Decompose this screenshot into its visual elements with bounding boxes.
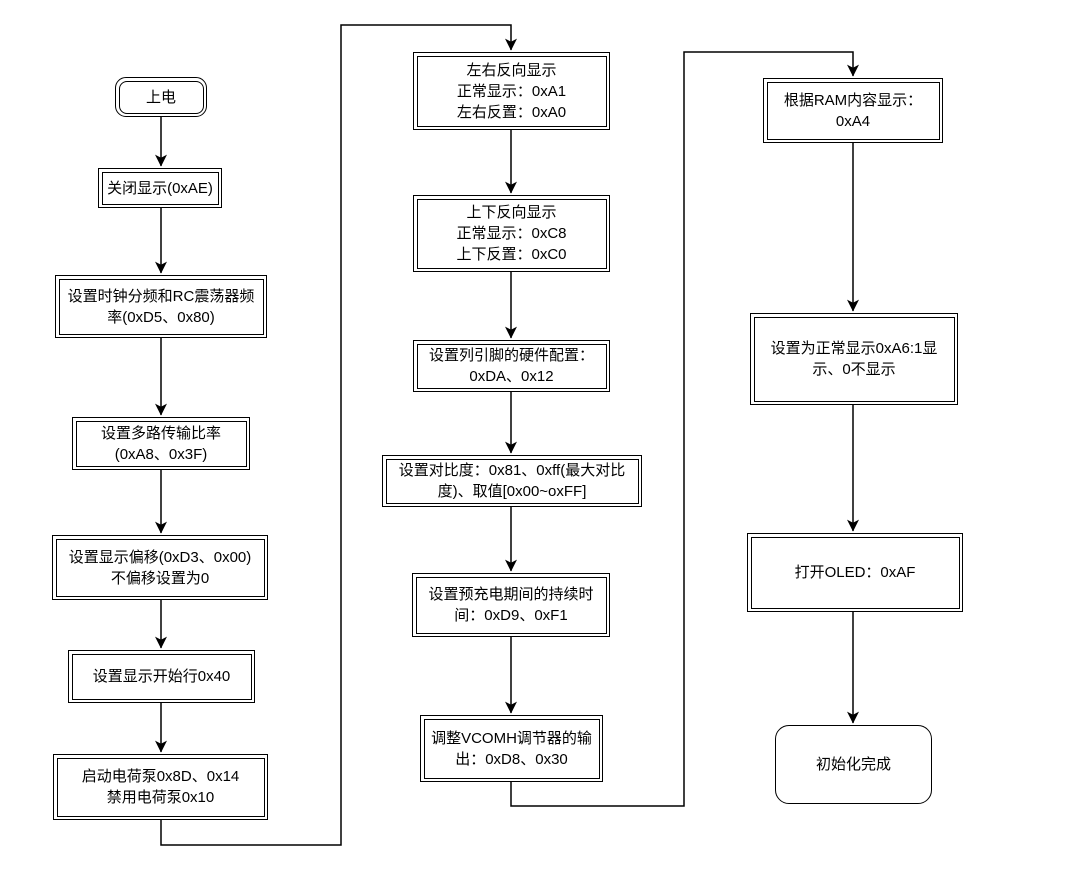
node-start-power-on: 上电 <box>115 77 207 117</box>
node-display-on-label: 打开OLED：0xAF <box>750 536 960 609</box>
node-charge-pump-label: 启动电荷泵0x8D、0x14 禁用电荷泵0x10 <box>56 757 265 817</box>
node-segment-remap: 左右反向显示 正常显示：0xA1 左右反置：0xA0 <box>413 52 610 130</box>
node-vcomh-level-label: 调整VCOMH调节器的输 出：0xD8、0x30 <box>423 718 600 779</box>
node-com-pins-config: 设置列引脚的硬件配置： 0xDA、0x12 <box>413 340 610 392</box>
node-vcomh-level: 调整VCOMH调节器的输 出：0xD8、0x30 <box>420 715 603 782</box>
node-normal-display-label: 设置为正常显示0xA6:1显 示、0不显示 <box>753 316 955 402</box>
node-set-clock-divide: 设置时钟分频和RC震荡器频 率(0xD5、0x80) <box>55 275 267 338</box>
node-set-multiplex-ratio: 设置多路传输比率 (0xA8、0x3F) <box>72 417 250 470</box>
node-set-display-offset-label: 设置显示偏移(0xD3、0x00) 不偏移设置为0 <box>55 538 265 597</box>
node-charge-pump: 启动电荷泵0x8D、0x14 禁用电荷泵0x10 <box>53 754 268 820</box>
node-com-scan-direction-label: 上下反向显示 正常显示：0xC8 上下反置：0xC0 <box>416 198 607 269</box>
node-set-contrast-label: 设置对比度：0x81、0xff(最大对比 度)、取值[0x00~oxFF] <box>385 458 639 504</box>
node-display-from-ram-label: 根据RAM内容显示： 0xA4 <box>766 81 940 140</box>
node-segment-remap-label: 左右反向显示 正常显示：0xA1 左右反置：0xA0 <box>416 55 607 127</box>
node-start-power-on-label: 上电 <box>118 80 204 114</box>
edge-vcomh-to-ramdisplay <box>510 51 859 807</box>
node-set-display-offset: 设置显示偏移(0xD3、0x00) 不偏移设置为0 <box>52 535 268 600</box>
node-set-clock-divide-label: 设置时钟分频和RC震荡器频 率(0xD5、0x80) <box>58 278 264 335</box>
node-display-off-label: 关闭显示(0xAE) <box>101 171 219 205</box>
node-display-off: 关闭显示(0xAE) <box>98 168 222 208</box>
node-display-on: 打开OLED：0xAF <box>747 533 963 612</box>
node-end-init-complete: 初始化完成 <box>775 725 932 804</box>
node-set-start-line-label: 设置显示开始行0x40 <box>71 653 252 700</box>
node-precharge-period: 设置预充电期间的持续时 间：0xD9、0xF1 <box>412 573 610 637</box>
node-set-start-line: 设置显示开始行0x40 <box>68 650 255 703</box>
node-display-from-ram: 根据RAM内容显示： 0xA4 <box>763 78 943 143</box>
node-set-multiplex-ratio-label: 设置多路传输比率 (0xA8、0x3F) <box>75 420 247 467</box>
node-end-init-complete-label: 初始化完成 <box>815 756 891 773</box>
edge-chargepump-to-segremap <box>160 24 517 846</box>
node-set-contrast: 设置对比度：0x81、0xff(最大对比 度)、取值[0x00~oxFF] <box>382 455 642 507</box>
node-com-scan-direction: 上下反向显示 正常显示：0xC8 上下反置：0xC0 <box>413 195 610 272</box>
node-com-pins-config-label: 设置列引脚的硬件配置： 0xDA、0x12 <box>416 343 607 389</box>
node-precharge-period-label: 设置预充电期间的持续时 间：0xD9、0xF1 <box>415 576 607 634</box>
node-normal-display: 设置为正常显示0xA6:1显 示、0不显示 <box>750 313 958 405</box>
